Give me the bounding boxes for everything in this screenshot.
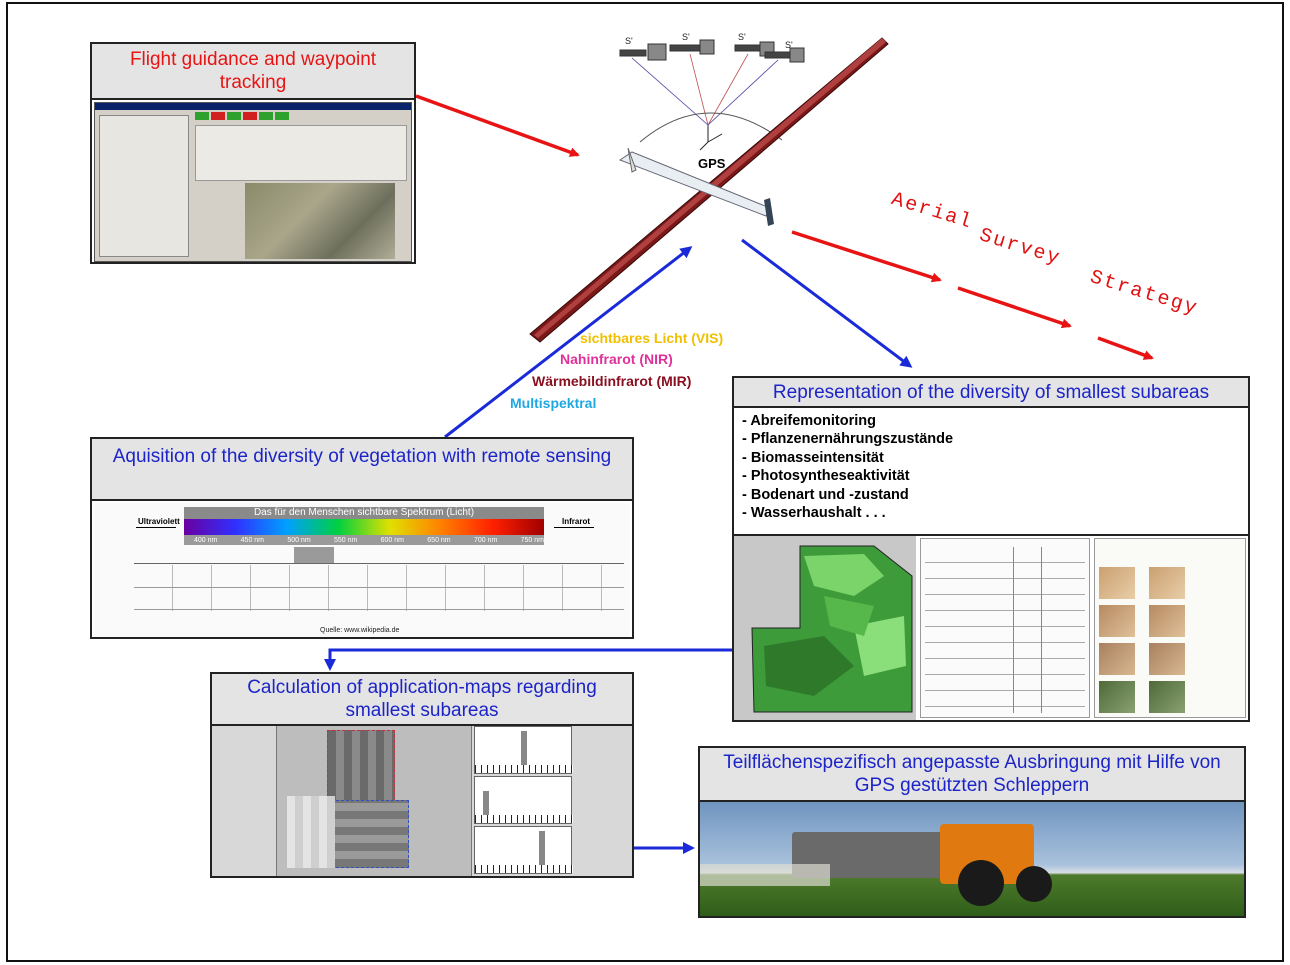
arrow-strategy-3 xyxy=(1097,336,1154,360)
list-item: - Abreifemonitoring xyxy=(742,413,876,429)
nm-tick-label: 500 nm xyxy=(287,537,311,544)
representation-box: Representation of the diversity of small… xyxy=(732,376,1250,722)
nm-tick-label: 450 nm xyxy=(240,537,265,544)
arrow-strategy-1 xyxy=(791,230,942,283)
nm-tick-label: 700 nm xyxy=(473,537,498,544)
representation-title: Representation of the diversity of small… xyxy=(734,378,1248,408)
list-item: - Bodenart und -zustand xyxy=(742,486,909,503)
tractor-box: Teilflächenspezifisch angepasste Ausbrin… xyxy=(698,746,1246,918)
nm-tick-label: 650 nm xyxy=(427,537,451,544)
drone-illustration: S' S' S' S' GPS xyxy=(529,32,889,343)
arrow-representation-to-calculation xyxy=(324,648,732,671)
list-item: - Wasserhaushalt . . . xyxy=(742,505,886,522)
visible-spectrum-bar xyxy=(184,519,544,535)
histogram-2 xyxy=(474,776,573,824)
nm-tick-row: 400 nm 450 nm 500 nm 550 nm 600 nm 650 nm 700 … xyxy=(194,536,544,545)
soil-table-document xyxy=(920,538,1090,718)
outer-frame xyxy=(6,2,1284,962)
application-map-panel xyxy=(212,726,632,876)
tractor-photo xyxy=(700,802,1244,916)
satellite-label: S' xyxy=(625,36,633,46)
satellite-label: S' xyxy=(738,32,746,42)
histogram-1 xyxy=(474,726,573,774)
gcs-software-screenshot xyxy=(94,102,412,262)
satellite-label: S' xyxy=(682,32,690,42)
field-map-panel xyxy=(734,536,916,720)
tractor-wheel xyxy=(1016,866,1052,902)
satellite-icon xyxy=(619,39,805,63)
aquisition-box: Aquisition of the diversity of vegetatio… xyxy=(90,437,634,639)
gps-label: GPS xyxy=(698,156,726,171)
arrow-drone-to-representation xyxy=(741,238,913,368)
spectrum-heading: Das für den Menschen sichtbare Spektrum … xyxy=(184,507,544,519)
em-spectrum-table xyxy=(134,565,624,611)
list-item: - Photosyntheseaktivität xyxy=(742,468,910,485)
list-item: - Biomasseintensität xyxy=(742,449,884,466)
infrarot-label: Infrarot xyxy=(562,517,590,526)
band-label-vis: sichtbares Licht (VIS) xyxy=(580,330,724,346)
spray-cloud xyxy=(700,864,830,886)
crop-photo-document xyxy=(1094,538,1246,718)
histogram-3 xyxy=(474,826,573,874)
calculation-box: Calculation of application-maps regardin… xyxy=(210,672,634,878)
nm-tick-label: 400 nm xyxy=(194,537,218,544)
field-green-map xyxy=(751,545,913,713)
nm-tick-label: 750 nm xyxy=(520,537,544,544)
nm-tick-label: 600 nm xyxy=(380,537,404,544)
aerial-map-thumbnail xyxy=(245,183,395,259)
spectrum-figure: Das für den Menschen sichtbare Spektrum … xyxy=(94,503,630,637)
calculation-title: Calculation of application-maps regardin… xyxy=(212,674,632,726)
tractor-title: Teilflächenspezifisch angepasste Ausbrin… xyxy=(700,748,1244,802)
arrow-sensing-to-drone xyxy=(444,246,693,439)
band-label-nir: Nahinfrarot (NIR) xyxy=(560,351,673,367)
arrow-flight-to-drone xyxy=(415,94,580,157)
application-map xyxy=(276,726,472,876)
band-label-mir: Wärmebildinfrarot (MIR) xyxy=(532,373,692,389)
nm-tick-label: 550 nm xyxy=(333,537,358,544)
aquisition-title: Aquisition of the diversity of vegetatio… xyxy=(92,439,632,501)
band-label-multispectral: Multispektral xyxy=(510,395,597,411)
satellite-label: S' xyxy=(785,40,793,50)
flight-guidance-title: Flight guidance and waypoint tracking xyxy=(92,44,414,100)
tractor-wheel xyxy=(958,860,1004,906)
list-item: - Pflanzenernährungszustände xyxy=(742,431,954,448)
representation-list: - Abreifemonitoring - Pflanzenernährungs… xyxy=(734,408,1248,526)
source-caption: Quelle: www.wikipedia.de xyxy=(320,627,400,634)
flight-guidance-box: Flight guidance and waypoint tracking xyxy=(90,42,416,264)
ultraviolett-label: Ultraviolett xyxy=(138,517,180,526)
arrow-strategy-2 xyxy=(957,286,1072,329)
